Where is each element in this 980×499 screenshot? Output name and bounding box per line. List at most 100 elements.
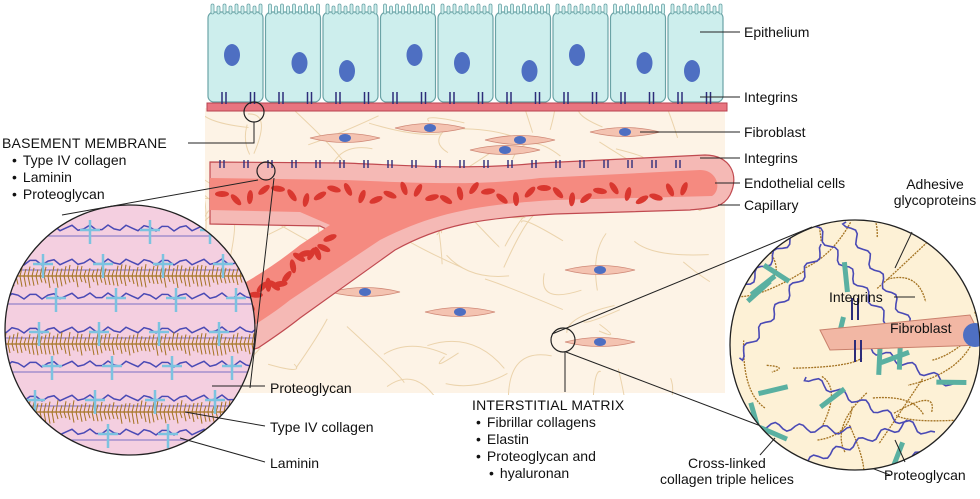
red-blood-cell [289,259,297,274]
proteoglycan-bristle [231,411,235,419]
proteoglycan-bristle [235,343,239,354]
proteoglycan-bristle [103,268,107,277]
fibroblast-nucleus [514,136,526,144]
laminin [218,424,238,448]
proteoglycan-bristle [111,411,115,419]
proteoglycan-bristle [55,400,59,413]
proteoglycan-bristle [207,337,211,345]
microvillus [337,3,342,15]
red-blood-cell [302,193,310,207]
stroma-fiber [521,220,564,242]
proteoglycan-bristle [7,343,11,354]
proteoglycan-bristle [51,275,55,284]
proteoglycan-bristle [63,275,67,285]
epithelial-nucleus [291,52,308,74]
proteoglycan-bristle [123,264,127,277]
stroma-fiber [386,378,435,395]
microvillus [274,5,278,15]
proteoglycan-bristle [135,333,139,345]
microvillus [567,3,572,15]
proteoglycan-bristle [87,268,91,277]
microvillus [534,3,538,15]
stroma-fiber [566,305,615,333]
proteoglycan-bristle [211,336,215,345]
proteoglycan-bristle [147,411,151,424]
proteoglycan-bristle [19,411,23,423]
proteoglycan-bristle [195,265,199,277]
proteoglycan-bristle [211,275,215,283]
red-blood-cell [298,250,313,257]
proteoglycan-fiber [820,375,833,428]
proteoglycan-bristle [11,400,15,413]
proteoglycan-bristle [91,343,95,356]
stroma-fiber [634,240,709,256]
microvillus [246,3,251,15]
proteoglycan-bristle [219,275,223,284]
microvillus [458,5,463,15]
proteoglycan-bristle [171,275,175,285]
microvillus [222,3,227,15]
proteoglycan-bristle [183,334,187,345]
proteoglycan-bristle [15,401,19,413]
stroma-fiber [268,363,298,370]
proteoglycan-bristle [167,411,171,421]
laminin [85,390,105,414]
proteoglycan-bristle [51,411,55,424]
proteoglycan-bristle [103,343,107,351]
proteoglycan-bristle [135,343,139,353]
label-integrins-top: Integrins [744,89,798,105]
fibroblast-nucleus [339,134,351,142]
proteoglycan-bristle [159,411,163,420]
proteoglycan-bristle [139,400,143,413]
proteoglycan-bristle [31,275,35,286]
stroma-fiber [617,368,625,395]
proteoglycan-bristle [167,343,171,352]
proteoglycan-bristle [171,343,175,351]
red-blood-cell [537,185,551,192]
microvillus [597,5,602,15]
proteoglycan-bristle [155,400,159,413]
proteoglycan-bristle [59,343,63,351]
proteoglycan-bristle [39,335,43,345]
proteoglycan-bristle [55,411,59,420]
red-blood-cell [314,246,322,261]
proteoglycan-bristle [91,275,95,283]
microvillus [470,5,475,15]
proteoglycan-bristle [203,333,207,345]
proteoglycan-bristle [183,411,187,422]
stroma-fiber [507,354,552,395]
microvillus [298,5,302,15]
proteoglycan-bristle [107,343,111,352]
proteoglycan-bristle [191,275,195,284]
epithelial-cell [494,11,552,103]
proteoglycan-bristle [163,275,167,288]
proteoglycan-bristle [0,412,2,421]
proteoglycan-bristle [151,411,155,423]
proteoglycan-bristle [203,265,207,277]
adhesive-glycoprotein [758,424,788,442]
microvillus [694,3,699,15]
proteoglycan-bristle [119,404,123,413]
stroma-fiber [598,323,612,336]
label-capillary: Capillary [744,197,799,213]
proteoglycan-bristle [103,333,107,345]
proteoglycan-bristle [171,404,175,413]
proteoglycan-bristle [219,401,223,413]
proteoglycan-bristle [251,404,255,413]
epithelial-nucleus [569,44,585,66]
proteoglycan-bristle [235,411,239,424]
proteoglycan-bristle [167,336,171,345]
proteoglycan-bristle [199,333,203,345]
laminin [46,288,66,312]
proteoglycan-bristle [71,336,75,345]
proteoglycan-bristle [47,411,51,424]
proteoglycan-bristle [215,343,219,356]
proteoglycan-bristle [131,269,135,277]
proteoglycan-bristle [87,333,91,345]
proteoglycan-bristle [127,335,131,345]
proteoglycan-bristle [256,412,258,422]
proteoglycan-bristle [87,275,91,289]
stroma-fiber [595,233,607,291]
proteoglycan-bristle [127,275,131,283]
proteoglycan-bristle [19,336,23,345]
